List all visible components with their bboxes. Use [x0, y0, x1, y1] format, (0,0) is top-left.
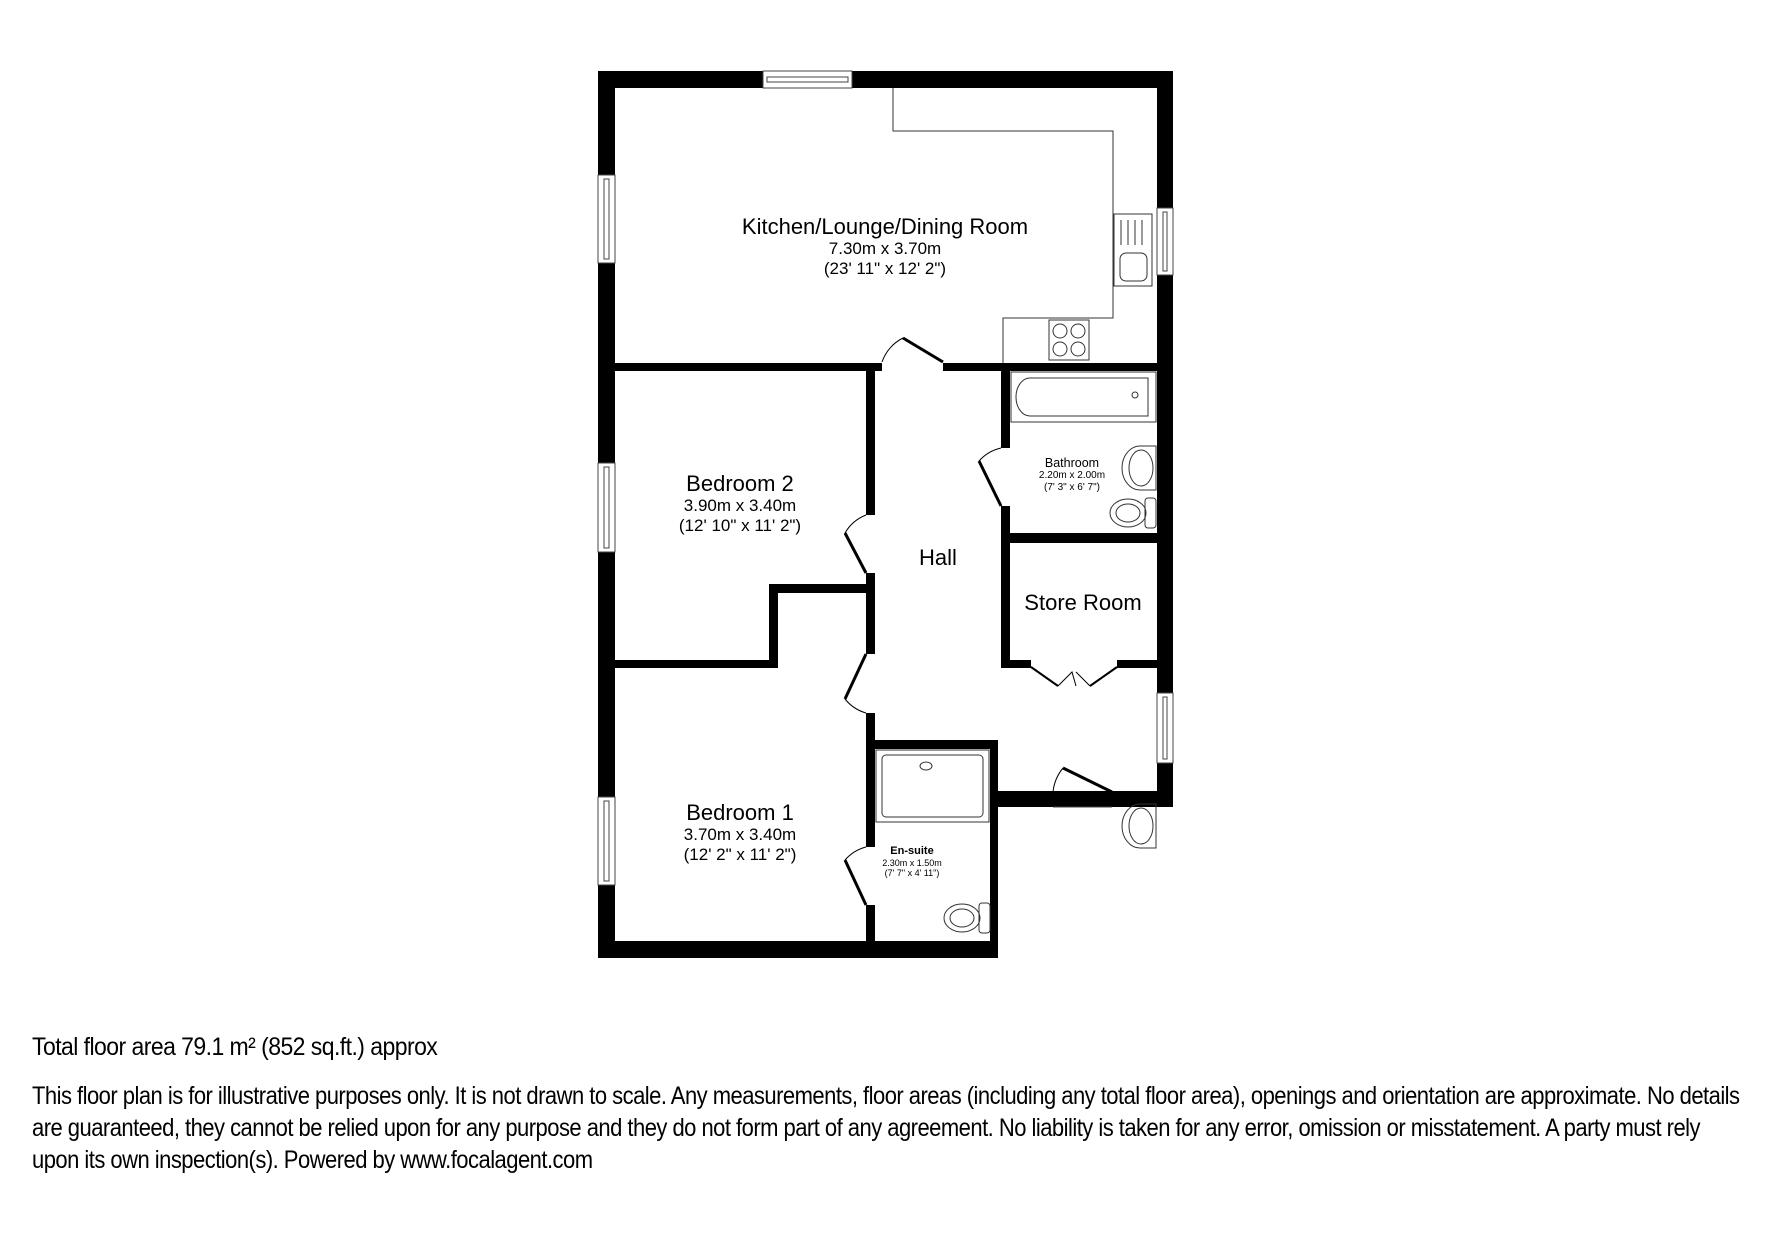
footer: Total floor area 79.1 m² (852 sq.ft.) ap…: [32, 1033, 1752, 1176]
toilet-icon: [943, 497, 1157, 934]
room-label-ensuite: En-suite 2.30m x 1.50m (7' 7" x 4' 11"): [882, 845, 942, 878]
sink-icon: [1113, 213, 1153, 287]
room-label-kitchen: Kitchen/Lounge/Dining Room 7.30m x 3.70m…: [742, 214, 1028, 278]
floor-plan: [597, 70, 1174, 958]
hob-icon: [1048, 319, 1090, 361]
shower-tray-icon: [875, 749, 990, 823]
room-dimensions-metric: 3.70m x 3.40m: [683, 825, 797, 845]
room-dimensions-imperial: (7' 7" x 4' 11"): [884, 867, 940, 878]
room-dimensions-imperial: (23' 11" x 12' 2"): [823, 258, 947, 278]
bath-icon: [1010, 371, 1157, 423]
room-dimensions-imperial: (7' 3" x 6' 7"): [1044, 481, 1100, 493]
room-label-bedroom-2: Bedroom 2 3.90m x 3.40m (12' 10" x 11' 2…: [679, 471, 801, 535]
room-name: Kitchen/Lounge/Dining Room: [741, 214, 1029, 239]
basin-icon: [1121, 445, 1157, 849]
window-icon: [597, 70, 1174, 886]
room-label-hall: Hall: [919, 545, 957, 570]
room-name: En-suite: [890, 845, 934, 857]
room-dimensions-metric: 2.20m x 2.00m: [1038, 470, 1106, 482]
door-icon: [843, 336, 1118, 906]
room-name: Bathroom: [1044, 456, 1100, 470]
room-name: Bedroom 1: [686, 800, 794, 825]
interior-walls: [615, 363, 1157, 941]
total-floor-area: Total floor area 79.1 m² (852 sq.ft.) ap…: [32, 1033, 438, 1061]
room-dimensions-metric: 3.90m x 3.40m: [683, 496, 797, 516]
disclaimer-text: This floor plan is for illustrative purp…: [32, 1082, 1740, 1174]
room-dimensions-metric: 7.30m x 3.70m: [828, 239, 942, 259]
room-dimensions-metric: 2.30m x 1.50m: [882, 857, 942, 868]
room-name: Hall: [919, 545, 957, 570]
room-dimensions-imperial: (12' 10" x 11' 2"): [678, 515, 802, 535]
kitchen-counter: [892, 88, 1114, 363]
room-label-bedroom-1: Bedroom 1 3.70m x 3.40m (12' 2" x 11' 2"…: [684, 800, 797, 864]
room-label-bathroom: Bathroom 2.20m x 2.00m (7' 3" x 6' 7"): [1039, 456, 1105, 493]
room-name: Bedroom 2: [686, 471, 794, 496]
room-label-store-room: Store Room: [1024, 590, 1141, 615]
room-dimensions-imperial: (12' 2" x 11' 2"): [683, 844, 797, 864]
room-name: Store Room: [1024, 590, 1142, 615]
